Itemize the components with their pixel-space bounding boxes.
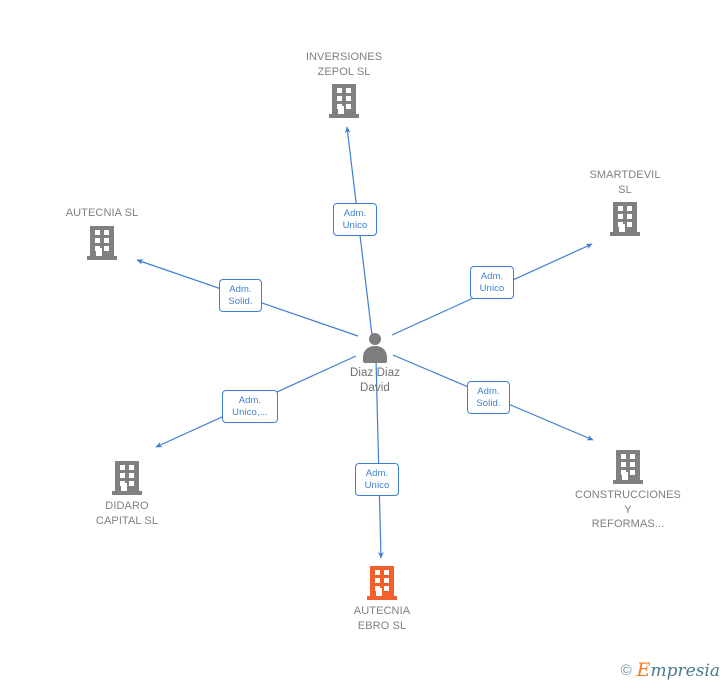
node-label-autecnia-ebro: AUTECNIA EBRO SL — [353, 605, 411, 632]
graph-node-person-center[interactable]: Diaz Diaz David — [300, 333, 450, 395]
node-label-smartdevil-sl: SMARTDEVIL SL — [589, 169, 661, 196]
graph-node-inversiones-zepol[interactable]: INVERSIONES ZEPOL SL — [269, 50, 419, 118]
graph-node-autecnia-sl[interactable]: AUTECNIA SL — [27, 206, 177, 260]
node-label-autecnia-sl: AUTECNIA SL — [65, 207, 139, 219]
edge-label-didaro[interactable]: Adm. Unico,... — [222, 390, 278, 423]
building-icon — [610, 202, 640, 236]
edge-label-smartdevil[interactable]: Adm. Unico — [470, 266, 514, 299]
graph-node-didaro-capital[interactable]: DIDARO CAPITAL SL — [52, 461, 202, 528]
empresia-watermark: © Empresia — [621, 661, 720, 680]
node-label-didaro-capital: DIDARO CAPITAL SL — [95, 500, 159, 527]
building-icon — [613, 450, 643, 484]
building-icon — [87, 225, 117, 260]
edge-label-autecnia[interactable]: Adm. Solid. — [219, 279, 262, 312]
edge-line-autecnia-ebro — [375, 359, 384, 559]
node-label-construcciones-reformas: CONSTRUCCIONES Y REFORMAS... — [575, 489, 681, 530]
graph-node-autecnia-ebro[interactable]: AUTECNIA EBRO SL — [307, 566, 457, 633]
node-label-inversiones-zepol: INVERSIONES ZEPOL SL — [305, 51, 383, 78]
brand-rest: mpresia — [650, 661, 721, 681]
building-icon — [329, 84, 359, 118]
brand-wordmark: Empresia — [637, 661, 720, 680]
brand-initial: E — [636, 659, 651, 681]
building-icon — [367, 566, 397, 600]
graph-node-smartdevil-sl[interactable]: SMARTDEVIL SL — [550, 168, 700, 236]
edge-label-zepol[interactable]: Adm. Unico — [333, 203, 377, 236]
copyright-icon: © — [620, 662, 632, 679]
graph-node-construcciones-reformas[interactable]: CONSTRUCCIONES Y REFORMAS... — [553, 450, 703, 532]
edge-label-autecnia-ebro[interactable]: Adm. Unico — [355, 463, 399, 496]
building-icon — [112, 461, 142, 495]
edge-label-construcciones[interactable]: Adm. Solid. — [467, 381, 510, 414]
person-icon — [359, 333, 391, 363]
node-label-person-center: Diaz Diaz David — [349, 367, 401, 394]
